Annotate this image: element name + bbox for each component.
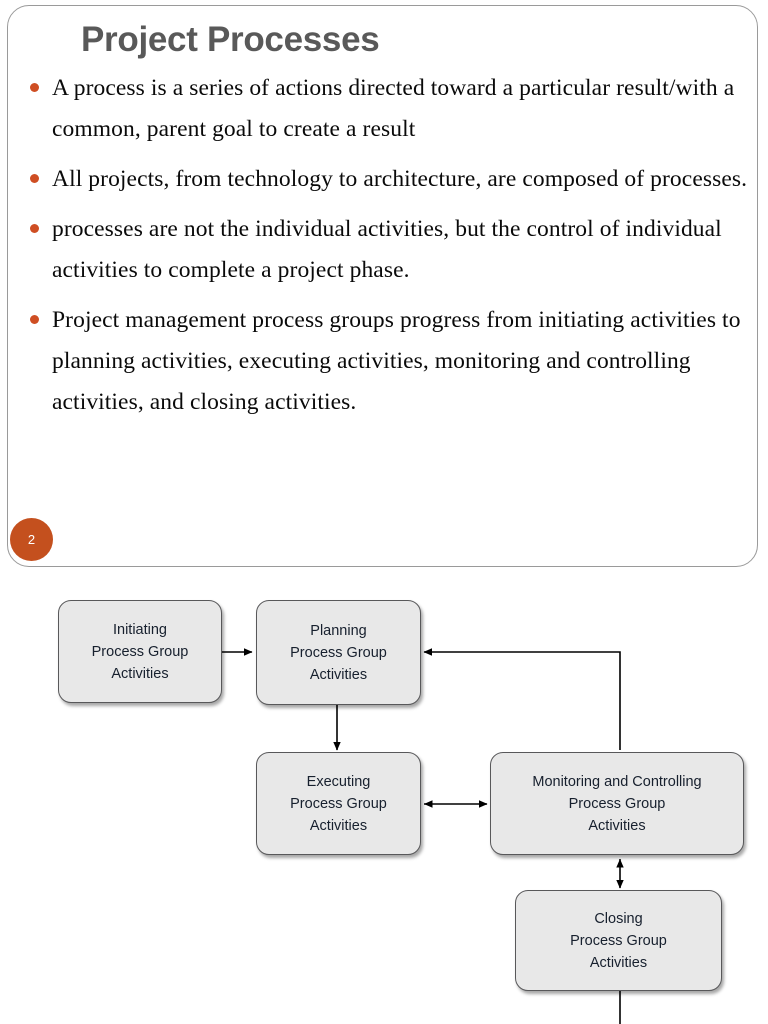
box-line-3: Activities xyxy=(589,954,648,971)
diagram-box-initiating[interactable]: Initiating Process Group Activities xyxy=(58,600,222,703)
diagram-connectors xyxy=(221,648,624,1024)
bullet-dot-icon xyxy=(30,224,39,233)
process-group-flow-diagram: Initiating Process Group Activities Plan… xyxy=(0,580,768,1024)
diagram-box-executing[interactable]: Executing Process Group Activities xyxy=(256,752,421,855)
list-item: processes are not the individual activit… xyxy=(22,209,758,291)
box-line-2: Process Group xyxy=(568,795,666,812)
list-item: A process is a series of actions directe… xyxy=(22,68,758,150)
bullet-list: A process is a series of actions directe… xyxy=(22,68,758,432)
box-line-2: Process Group xyxy=(570,932,667,949)
diagram-box-planning[interactable]: Planning Process Group Activities xyxy=(256,600,421,705)
diagram-box-monitoring-and-controlling[interactable]: Monitoring and Controlling Process Group… xyxy=(490,752,744,855)
box-line-1: Initiating xyxy=(112,621,167,638)
box-line-2: Process Group xyxy=(91,643,189,660)
page-title: Project Processes xyxy=(81,20,380,59)
box-line-1: Executing xyxy=(306,773,371,790)
box-line-2: Process Group xyxy=(290,795,387,812)
diagram-box-closing[interactable]: Closing Process Group Activities xyxy=(515,890,722,991)
bullet-dot-icon xyxy=(30,174,39,183)
slide-panel: Project Processes A process is a series … xyxy=(7,5,758,567)
page-number-badge: 2 xyxy=(10,518,53,561)
box-line-3: Activities xyxy=(588,817,646,834)
box-line-3: Activities xyxy=(309,817,368,834)
bullet-dot-icon xyxy=(30,83,39,92)
box-line-1: Monitoring and Controlling xyxy=(532,773,702,790)
box-line-1: Planning xyxy=(310,622,367,639)
box-line-2: Process Group xyxy=(290,644,387,661)
list-item: Project management process groups progre… xyxy=(22,300,758,423)
list-item: All projects, from technology to archite… xyxy=(22,159,758,200)
bullet-dot-icon xyxy=(30,315,39,324)
bullet-text: All projects, from technology to archite… xyxy=(52,166,748,192)
bullet-text: processes are not the individual activit… xyxy=(52,216,722,283)
connector-monitoring-to-planning-feedback xyxy=(423,648,621,750)
box-line-3: Activities xyxy=(111,665,169,682)
bullet-text: A process is a series of actions directe… xyxy=(52,75,735,142)
bullet-text: Project management process groups progre… xyxy=(52,307,741,415)
box-line-3: Activities xyxy=(309,666,368,683)
box-line-1: Closing xyxy=(594,910,643,927)
